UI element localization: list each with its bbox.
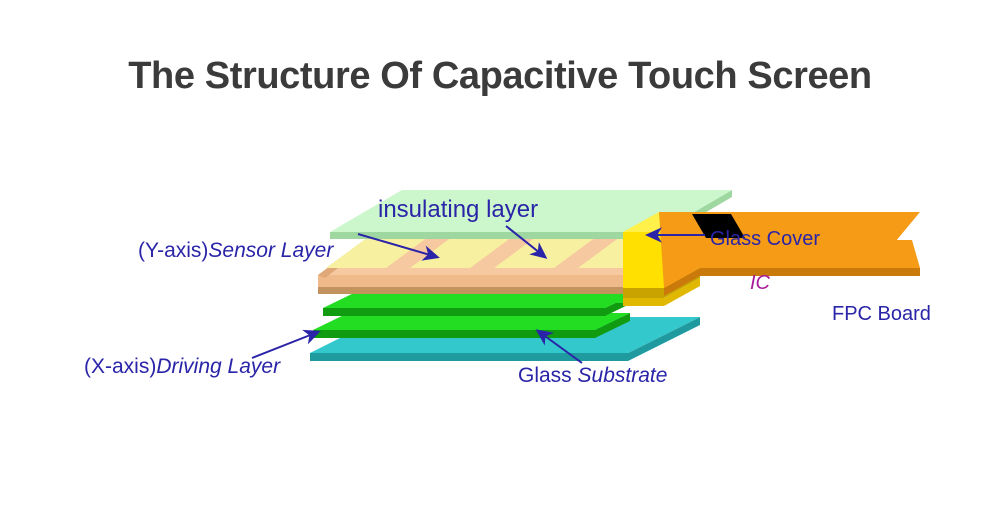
glass-substrate-side [310,317,700,361]
driving-1-side [323,291,640,316]
arrow-glass-substrate [535,329,583,364]
label-fpc-board: FPC Board [832,303,931,325]
arrow-sensor-layer [357,233,440,261]
layer-driving-2 [313,313,630,338]
glass-cover-side [330,190,732,239]
glass-cover-top [330,190,732,232]
label-driving-layer-name: Driving Layer [156,355,281,378]
fpc-board-tail-top [772,240,920,268]
fpc-board-tail-side [780,268,920,276]
label-glass-cover: Glass Cover [710,228,821,250]
layer-driving-1 [323,291,640,316]
label-sensor-layer: (Y-axis)Sensor Layer [138,240,333,261]
arrow-insulating-layer [505,225,548,259]
fpc-connector-side2 [623,278,700,306]
label-driving-layer: (X-axis)Driving Layer [84,356,280,377]
fpc-board-shape [659,212,920,296]
label-sensor-layer-name: Sensor Layer [208,239,334,262]
label-ic: IC [750,272,770,294]
capacitive-touch-screen-diagram [0,150,1000,430]
sensor-layer-face [318,275,650,287]
arrow-driving-layer [251,329,321,359]
label-insulating-layer: insulating layer [378,196,539,223]
page-title: The Structure Of Capacitive Touch Screen [128,55,872,97]
fpc-connector-side [623,268,700,298]
label-glass-substrate-prefix: Glass [518,364,578,387]
label-glass-substrate-name: Substrate [577,364,668,387]
label-glass-substrate: Glass Substrate [518,365,667,386]
layer-glass-cover [330,190,732,239]
sensor-pad [326,234,432,268]
layer-sensor [318,229,712,294]
label-sensor-layer-prefix: (Y-axis) [138,239,209,262]
driving-1-top [323,291,640,308]
ic-chip [692,214,745,238]
driving-2-top [313,313,630,330]
label-driving-layer-prefix: (X-axis) [84,355,157,378]
